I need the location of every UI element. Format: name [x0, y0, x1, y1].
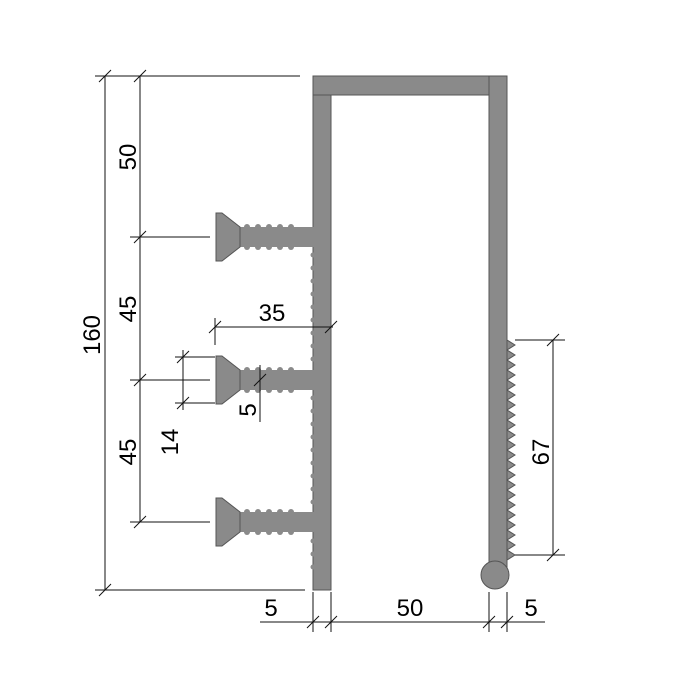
- dim-anchor-pitch: 14: [157, 429, 184, 456]
- dim-top-segment: 50: [115, 144, 142, 171]
- dim-left-wall: 5: [264, 595, 277, 622]
- dimension-lines: [95, 69, 565, 632]
- web-bump: [310, 265, 316, 271]
- dim-right-wall: 5: [524, 595, 537, 622]
- web-bump: [310, 538, 316, 544]
- dim-bottom-segment: 45: [115, 439, 142, 466]
- dim-serration-length: 67: [528, 439, 555, 466]
- dim-rib-thickness: 5: [235, 403, 262, 416]
- dimension-tick: [133, 69, 147, 83]
- dimension-tick: [324, 615, 338, 629]
- web-bump: [310, 356, 316, 362]
- web-bump: [310, 447, 316, 453]
- web-bump: [310, 395, 316, 401]
- dimension-tick: [546, 333, 560, 347]
- dim-anchor-width: 35: [259, 300, 286, 327]
- dim-total-height: 160: [79, 315, 106, 355]
- dim-middle-segment: 45: [115, 296, 142, 323]
- dimension-tick: [324, 320, 338, 334]
- dimension-tick: [176, 396, 190, 410]
- web-bump: [310, 343, 316, 349]
- anchor-rib: [215, 355, 315, 405]
- web-bump: [310, 421, 316, 427]
- web-bump: [310, 486, 316, 492]
- dimension-tick: [253, 373, 267, 387]
- web-bump: [310, 564, 316, 570]
- web-bump: [310, 304, 316, 310]
- anchor-rib: [215, 497, 315, 547]
- web-bump: [310, 434, 316, 440]
- dimension-tick: [133, 230, 147, 244]
- dimension-tick: [482, 615, 496, 629]
- web-bump: [310, 252, 316, 258]
- dimension-tick: [208, 320, 222, 334]
- dimension-tick: [546, 548, 560, 562]
- right-leg: [488, 75, 508, 571]
- dimension-tick: [306, 615, 320, 629]
- top-flange: [312, 75, 508, 96]
- web-bump: [310, 460, 316, 466]
- dimension-tick: [500, 615, 514, 629]
- web-bump: [310, 278, 316, 284]
- serrations: [506, 339, 516, 561]
- web-bump: [310, 291, 316, 297]
- web-bump: [310, 408, 316, 414]
- profile-shape: [215, 75, 516, 591]
- dimension-tick: [133, 515, 147, 529]
- dim-gap-width: 50: [397, 595, 424, 622]
- anchor-rib: [215, 212, 315, 262]
- dimension-tick: [176, 350, 190, 364]
- web-bump: [310, 551, 316, 557]
- left-web: [312, 75, 332, 591]
- end-bulb: [480, 560, 510, 590]
- dimension-tick: [98, 69, 112, 83]
- dimension-tick: [98, 583, 112, 597]
- web-bump: [310, 473, 316, 479]
- web-bump: [310, 330, 316, 336]
- web-bump: [310, 317, 316, 323]
- dimension-tick: [133, 373, 147, 387]
- web-bump: [310, 499, 316, 505]
